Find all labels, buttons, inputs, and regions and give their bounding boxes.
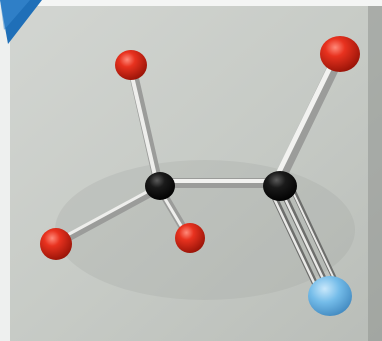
bond-c2-o-top-highlight [274,54,338,179]
carbon-atom-left [145,172,175,200]
right-edge-shadow [368,0,382,341]
bond-c2-n-a-highlight [269,190,319,291]
oxygen-atom-left [40,228,72,260]
oxygen-atom-top [115,50,147,80]
bond-c1-o-top-highlight [129,70,158,182]
bond-c2-o-top [274,52,344,184]
bond-c1-o-left [56,186,160,246]
nitrogen-atom [308,276,352,316]
bond-c1-o-left-highlight [58,186,156,241]
atoms [40,36,360,316]
corner-mark-highlight [0,0,30,30]
bond-c2-n-c-highlight [290,187,337,284]
carbon-atom-right [263,171,297,201]
top-border-strip [0,0,382,6]
bond-c2-n-b-highlight [279,188,329,289]
oxygen-atom-bottom [175,223,205,253]
left-border-strip [0,0,10,341]
oxygen-atom-top-right [320,36,360,72]
